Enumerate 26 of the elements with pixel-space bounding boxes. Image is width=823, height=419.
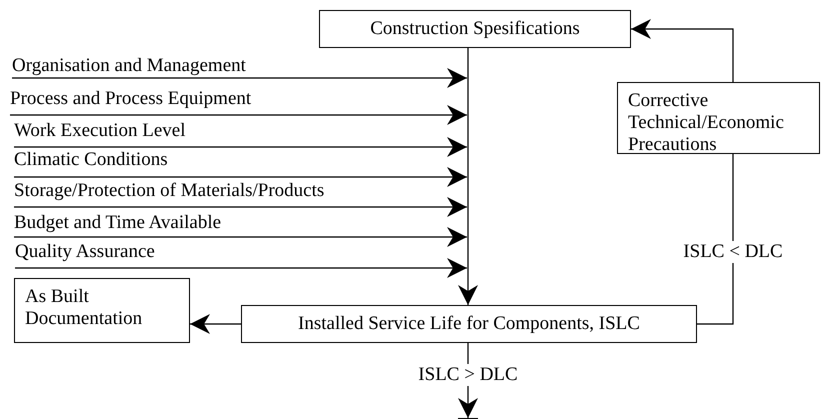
arrow bbox=[631, 19, 734, 82]
box-label: Construction Spesifications bbox=[369, 18, 581, 40]
box-label: Corrective Technical/Economic Precautions bbox=[628, 90, 785, 156]
process-box bbox=[14, 278, 190, 343]
process-box bbox=[617, 82, 820, 154]
arrow bbox=[12, 68, 467, 88]
factor-label: Storage/Protection of Materials/Products bbox=[14, 180, 326, 202]
process-box bbox=[319, 10, 631, 48]
arrow bbox=[10, 105, 467, 125]
arrow bbox=[15, 258, 467, 278]
factor-label: Climatic Conditions bbox=[14, 149, 169, 171]
box-label: As Built Documentation bbox=[25, 286, 144, 330]
arrow bbox=[190, 314, 241, 334]
factor-label: Budget and Time Available bbox=[14, 212, 222, 234]
factor-label: Quality Assurance bbox=[15, 241, 156, 263]
arrow bbox=[14, 197, 467, 217]
arrow bbox=[458, 48, 478, 305]
factor-label: Work Execution Level bbox=[14, 120, 187, 142]
arrow bbox=[14, 227, 467, 247]
box-label: Installed Service Life for Components, ISLC bbox=[297, 313, 641, 335]
process-box bbox=[241, 305, 697, 343]
arrow bbox=[14, 167, 467, 187]
arrow bbox=[14, 137, 467, 157]
connector-line bbox=[697, 154, 734, 325]
factor-label: Organisation and Management bbox=[12, 55, 247, 77]
factor-label: Process and Process Equipment bbox=[10, 88, 252, 110]
